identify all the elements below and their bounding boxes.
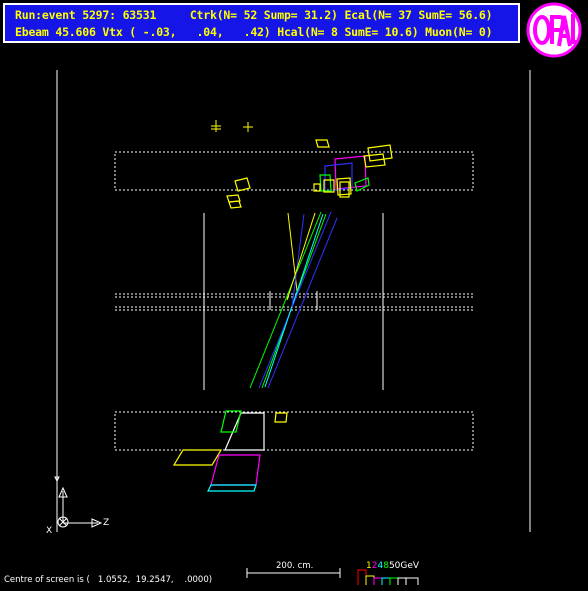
detector-outline — [114, 151, 474, 451]
energy-value-1: 1 — [366, 561, 372, 571]
opal-logo — [526, 2, 582, 58]
upper-clusters — [226, 139, 393, 209]
energy-value-50: 50 — [388, 561, 401, 571]
energy-value-4: 4 — [377, 561, 384, 571]
energy-unit: GeV — [400, 561, 420, 571]
marker-plus — [211, 120, 253, 132]
energy-legend: 124850GeV — [366, 561, 419, 571]
x-axis-label: X — [46, 526, 53, 536]
header-line-1: Run:event 5297: 63531 Ctrk(N= 52 Sump= 3… — [15, 8, 493, 22]
header-line-2: Ebeam 45.606 Vtx ( -.03, .04, .42) Hcal(… — [15, 25, 493, 39]
axis-triad — [54, 472, 103, 528]
event-info-header: Run:event 5297: 63531 Ctrk(N= 52 Sump= 3… — [3, 3, 520, 43]
z-axis-label: Z — [103, 518, 110, 528]
tracks — [249, 211, 338, 389]
screen-centre-readout: Centre of screen is ( 1.0552, 19.2547, .… — [4, 575, 213, 585]
scale-bar — [246, 568, 341, 578]
energy-legend-bars — [357, 569, 419, 585]
scale-label: 200. cm. — [276, 561, 314, 571]
energy-value-2: 2 — [371, 561, 378, 571]
lower-clusters — [172, 410, 288, 492]
energy-value-8: 8 — [383, 561, 389, 571]
central-detector — [203, 213, 384, 390]
